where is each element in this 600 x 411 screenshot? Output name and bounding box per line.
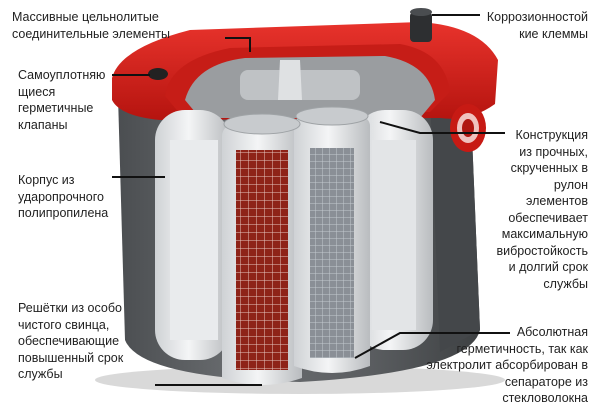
cell-front-left (222, 118, 302, 385)
valve (148, 68, 168, 80)
label-sealed: Абсолютная герметичность, так как электр… (426, 325, 588, 405)
case-side-right (430, 88, 480, 352)
cell-back-right (355, 110, 433, 350)
cell-top-a (223, 113, 301, 135)
leader-sealed (354, 332, 510, 359)
label-valves: Самоуплотняю щиеся герметичные клапаны (18, 68, 106, 132)
leader-lines (112, 14, 510, 386)
label-terminals: Коррозионностой кие клеммы (486, 10, 588, 41)
label-spiral: Конструкция из прочных, скрученных в рул… (496, 128, 588, 291)
red-grid-plate (236, 150, 288, 370)
cell-top-b (295, 106, 369, 126)
inner-terminal-post (278, 60, 302, 100)
cell-back-left (155, 110, 230, 360)
terminal-side (450, 104, 486, 152)
label-grids: Решётки из особо чистого свинца, обеспеч… (18, 301, 124, 381)
grey-grid-plate (310, 148, 354, 358)
leader-cells (225, 37, 251, 52)
label-cells: Массивные цельнолитые соединительные эле… (12, 10, 170, 41)
terminal-top (410, 8, 432, 42)
label-case: Корпус из ударопрочного полипропилена (18, 173, 109, 220)
cell-front-right (294, 110, 370, 373)
leader-spiral (379, 121, 505, 134)
